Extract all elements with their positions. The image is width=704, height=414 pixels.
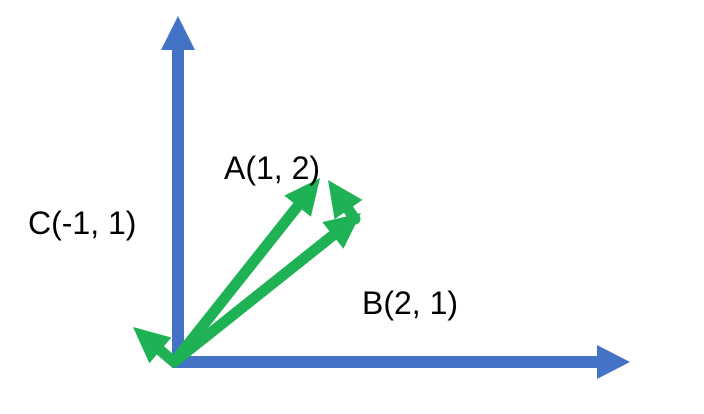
label-b: B(2, 1) xyxy=(362,285,458,321)
vector-c-arrow xyxy=(133,327,180,368)
connector-b-to-a-arrow xyxy=(328,180,363,225)
label-a: A(1, 2) xyxy=(224,150,320,186)
vector-a-arrow-shaft xyxy=(168,199,305,368)
connector-b-to-a-arrow-shaft xyxy=(341,202,361,225)
x-axis xyxy=(172,345,630,379)
x-axis-arrowhead xyxy=(597,345,630,379)
label-c: C(-1, 1) xyxy=(28,205,136,241)
vector-c-arrow-arrowhead xyxy=(133,327,172,364)
vectors xyxy=(133,178,363,368)
vector-b-arrow-shaft xyxy=(168,228,340,368)
y-axis-arrowhead xyxy=(161,16,195,50)
y-axis xyxy=(161,16,195,368)
vector-a-arrow-arrowhead xyxy=(284,178,320,217)
connector-b-to-a-arrow-arrowhead xyxy=(328,180,363,220)
vector-a-arrow xyxy=(168,178,320,368)
